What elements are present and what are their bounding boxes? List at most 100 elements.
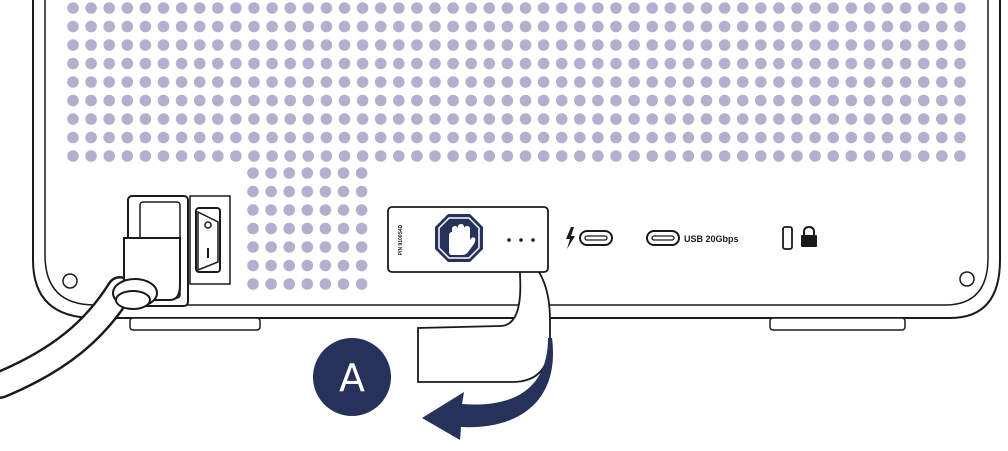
vent-hole [863, 57, 876, 70]
vent-hole [139, 76, 152, 88]
vent-hole [537, 150, 550, 162]
vent-hole [411, 94, 423, 107]
vent-hole [610, 20, 622, 33]
vent-hole [954, 57, 966, 70]
vent-hole [230, 39, 242, 51]
vent-hole [809, 113, 821, 125]
vent-hole [337, 278, 350, 290]
vent-hole [863, 20, 876, 33]
vent-hole [646, 131, 658, 144]
vent-hole [519, 57, 532, 70]
vent-hole [429, 76, 441, 88]
vent-hole [917, 2, 930, 14]
vent-hole [809, 150, 821, 162]
vent-hole [355, 222, 368, 235]
vent-hole [791, 20, 803, 33]
vent-hole [157, 57, 170, 70]
vent-hole [356, 94, 369, 107]
vent-hole [610, 94, 622, 107]
vent-hole [917, 150, 930, 162]
vent-hole [212, 2, 224, 14]
vent-hole [284, 150, 297, 162]
vent-hole [175, 2, 188, 14]
vent-hole [483, 57, 496, 70]
vent-hole [845, 20, 858, 33]
vent-hole [574, 131, 586, 144]
vent-hole [193, 131, 206, 144]
vent-hole [266, 113, 278, 125]
vent-hole [899, 131, 912, 144]
vent-hole [682, 20, 695, 33]
screw-right [959, 271, 975, 287]
vent-hole [537, 20, 550, 33]
vent-hole [447, 131, 459, 144]
vent-hole [755, 20, 767, 33]
vent-hole [212, 113, 224, 125]
vent-hole [537, 76, 550, 88]
vent-hole [212, 20, 224, 33]
vent-hole [248, 113, 260, 125]
vent-hole [954, 39, 966, 51]
part-number-label: P/N 9100S4D [398, 224, 404, 255]
vent-hole [247, 278, 259, 290]
vent-hole [266, 150, 278, 162]
power-switch-icon[interactable] [195, 207, 221, 273]
vent-hole [302, 20, 315, 33]
vent-hole [736, 20, 749, 33]
vent-hole [718, 94, 731, 107]
vent-hole [103, 20, 115, 33]
vent-hole [899, 57, 912, 70]
vent-hole [157, 76, 170, 88]
vent-hole [899, 76, 912, 88]
vent-hole [574, 20, 586, 33]
vent-hole [284, 94, 297, 107]
pull-tab[interactable]: P/N 9100S4D [387, 206, 551, 383]
vent-hole [863, 131, 876, 144]
vent-hole [212, 150, 224, 162]
step-marker-letter: A [339, 356, 365, 400]
vent-hole [319, 204, 332, 216]
tab-dot [519, 238, 523, 242]
usb-c-port-icon[interactable] [646, 230, 680, 246]
vent-hole [628, 20, 640, 33]
vent-hole [755, 76, 767, 88]
vent-hole [646, 113, 658, 125]
vent-hole [574, 94, 586, 107]
vent-hole [755, 150, 767, 162]
vent-hole [337, 167, 350, 179]
vent-hole [827, 76, 839, 88]
vent-hole [483, 150, 496, 162]
vent-hole [628, 94, 640, 107]
vent-hole [139, 94, 152, 107]
kensington-slot-icon[interactable] [782, 226, 793, 250]
vent-hole [139, 2, 152, 14]
vent-hole [899, 94, 912, 107]
vent-hole [483, 113, 496, 125]
vent-hole [936, 57, 948, 70]
vent-hole [193, 94, 206, 107]
vent-hole [302, 76, 315, 88]
vent-hole [429, 150, 441, 162]
vent-hole [700, 150, 713, 162]
vent-hole [393, 20, 405, 33]
vent-hole [212, 94, 224, 107]
vent-hole [193, 20, 206, 33]
vent-hole [230, 20, 242, 33]
vent-hole [881, 2, 894, 14]
usb-c-port-icon[interactable] [579, 230, 613, 246]
vent-hole [628, 57, 640, 70]
vent-hole [320, 131, 333, 144]
vent-hole [791, 2, 803, 14]
vent-hole [555, 94, 568, 107]
vent-hole [337, 222, 350, 235]
vent-hole [121, 2, 134, 14]
vent-hole [555, 2, 568, 14]
vent-hole [103, 39, 115, 51]
vent-hole [374, 113, 387, 125]
vent-hole [610, 57, 622, 70]
vent-hole [284, 2, 297, 14]
vent-hole [447, 2, 459, 14]
vent-hole [338, 94, 351, 107]
vent-hole [320, 39, 333, 51]
vent-hole [265, 222, 277, 235]
